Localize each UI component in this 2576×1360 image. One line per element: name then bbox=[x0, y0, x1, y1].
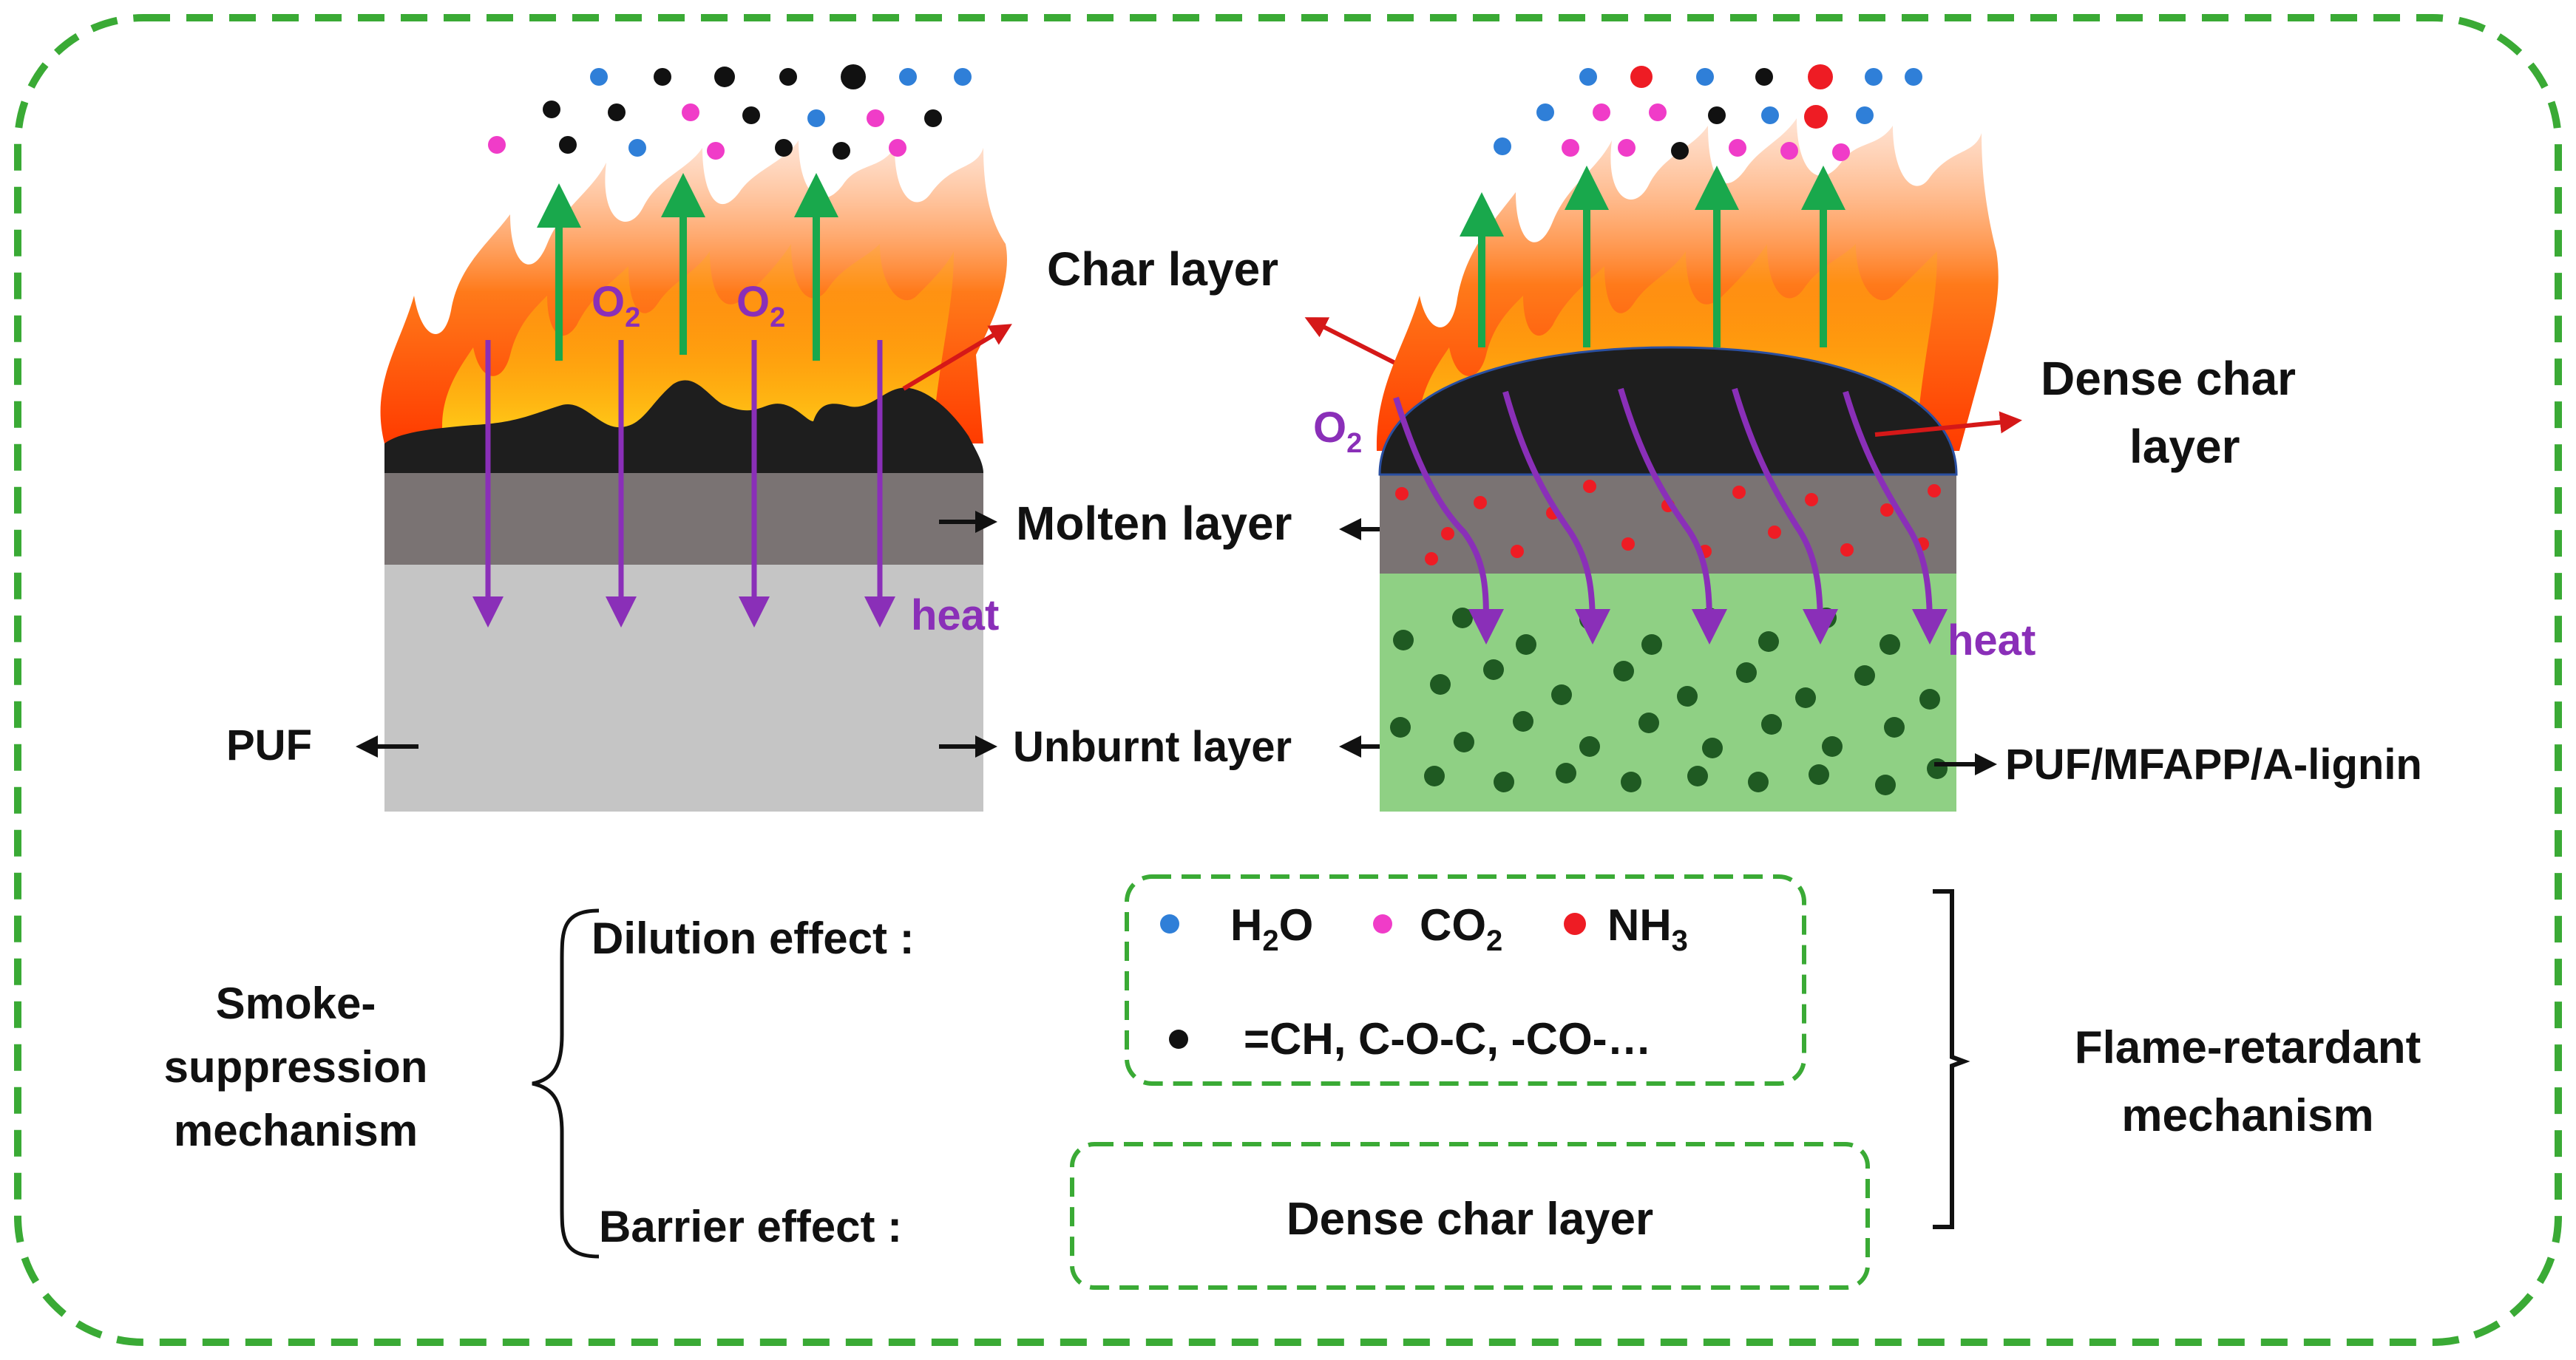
gas-legend: H2O CO2 NH3 =CH, C-O-C, -CO-… bbox=[1160, 900, 1688, 1064]
organic-legend-label: =CH, C-O-C, -CO-… bbox=[1244, 1014, 1652, 1064]
smoke-suppression-line1: Smoke- bbox=[216, 979, 376, 1028]
barrier-effect-label: Barrier effect : bbox=[599, 1202, 902, 1251]
organic-legend-dot bbox=[1169, 1030, 1188, 1049]
left-smoke-particles bbox=[488, 64, 972, 160]
co2-legend-dot bbox=[1373, 914, 1392, 934]
center-labels: Char layer Molten layer Unburnt layer bbox=[902, 242, 1448, 771]
nh3-legend-label: NH3 bbox=[1607, 900, 1688, 957]
gas-legend-box bbox=[1125, 874, 1806, 1086]
left-o2-label-2: O2 bbox=[736, 278, 785, 333]
right-unburnt-layer bbox=[1380, 572, 1956, 812]
right-bracket bbox=[1933, 889, 1970, 1229]
left-heat-arrows bbox=[472, 340, 895, 628]
char-layer-arrow-left bbox=[902, 324, 1012, 391]
right-smoke-particles bbox=[1494, 64, 1922, 161]
molten-layer-label: Molten layer bbox=[1016, 497, 1292, 550]
puf-label: PUF bbox=[226, 721, 312, 769]
right-heat-arrows bbox=[1393, 387, 1948, 645]
right-panel: O2 heat Dense char bbox=[1313, 64, 2422, 812]
mechanism-section: Smoke- suppression mechanism Dilution ef… bbox=[164, 874, 2421, 1290]
nh3-legend-dot bbox=[1564, 913, 1586, 935]
left-gas-release-arrows bbox=[537, 173, 838, 361]
outer-dashed-frame bbox=[14, 14, 2562, 1346]
flame-retardant-line1: Flame-retardant bbox=[2075, 1022, 2421, 1073]
h2o-legend-dot bbox=[1160, 914, 1179, 934]
left-panel: O2 O2 heat PUF bbox=[226, 64, 1007, 812]
left-heat-label: heat bbox=[911, 591, 999, 639]
dense-char-label-line2: layer bbox=[2129, 420, 2240, 473]
h2o-legend-label: H2O bbox=[1230, 900, 1313, 957]
composite-label: PUF/MFAPP/A-lignin bbox=[2005, 741, 2422, 789]
left-flames bbox=[380, 140, 1007, 443]
right-o2-label: O2 bbox=[1313, 404, 1362, 459]
right-gas-release-arrows bbox=[1460, 166, 1845, 347]
left-curly-brace bbox=[532, 908, 600, 1259]
molten-nh3-particles bbox=[1395, 480, 1941, 565]
dense-char-label-line1: Dense char bbox=[2041, 352, 2296, 405]
dense-char-box-label: Dense char layer bbox=[1287, 1194, 1653, 1245]
right-heat-label: heat bbox=[1948, 616, 2036, 664]
co2-legend-label: CO2 bbox=[1420, 900, 1502, 957]
left-molten-layer bbox=[384, 472, 983, 565]
dense-char-arrow bbox=[1874, 411, 2022, 437]
smoke-suppression-line3: mechanism bbox=[174, 1106, 418, 1155]
left-o2-label-1: O2 bbox=[592, 278, 640, 333]
smoke-suppression-line2: suppression bbox=[164, 1042, 428, 1092]
char-layer-label: Char layer bbox=[1047, 242, 1278, 296]
left-unburnt-layer bbox=[384, 563, 983, 812]
left-char-layer bbox=[384, 380, 983, 473]
dense-char-box bbox=[1070, 1142, 1870, 1290]
right-molten-layer bbox=[1380, 473, 1956, 574]
dilution-effect-label: Dilution effect : bbox=[592, 914, 915, 963]
flame-retardant-line2: mechanism bbox=[2121, 1090, 2373, 1141]
unburnt-layer-label: Unburnt layer bbox=[1013, 723, 1292, 771]
